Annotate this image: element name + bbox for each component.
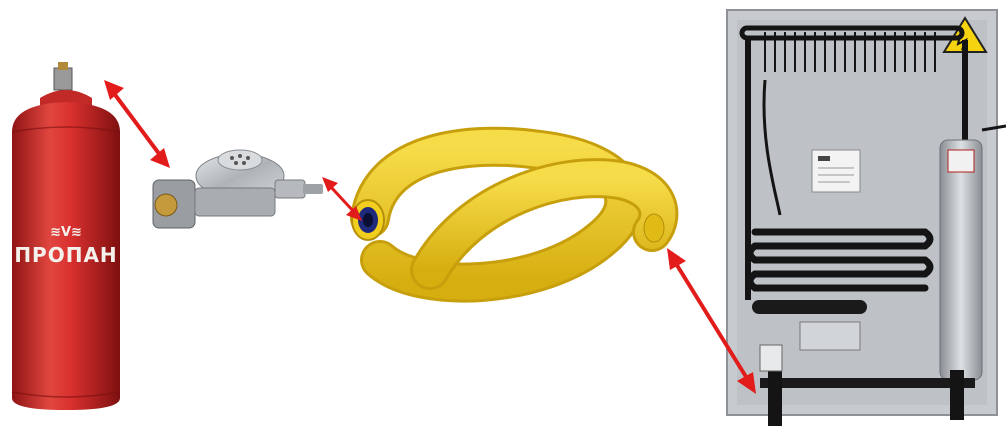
fridge-base	[760, 378, 975, 388]
fridge-back	[727, 10, 1006, 426]
regulator-outlet	[275, 180, 305, 198]
absorber-tank	[940, 140, 982, 380]
gas-inlet	[760, 345, 782, 371]
cylinder-logo: ≋V≋	[50, 225, 82, 240]
cylinder-label: ПРОПАН	[14, 243, 117, 267]
fridge-leg-left	[768, 370, 782, 426]
gas-cylinder: ≋V≋ ПРОПАН	[12, 62, 120, 410]
cylinder-valve-cap	[58, 62, 68, 70]
gas-hose	[352, 147, 664, 283]
cylinder-valve	[54, 68, 72, 90]
hose-end-right	[644, 214, 664, 242]
fridge-leg-right	[950, 370, 964, 420]
pressure-regulator	[153, 150, 323, 228]
regulator-inlet	[155, 194, 177, 216]
